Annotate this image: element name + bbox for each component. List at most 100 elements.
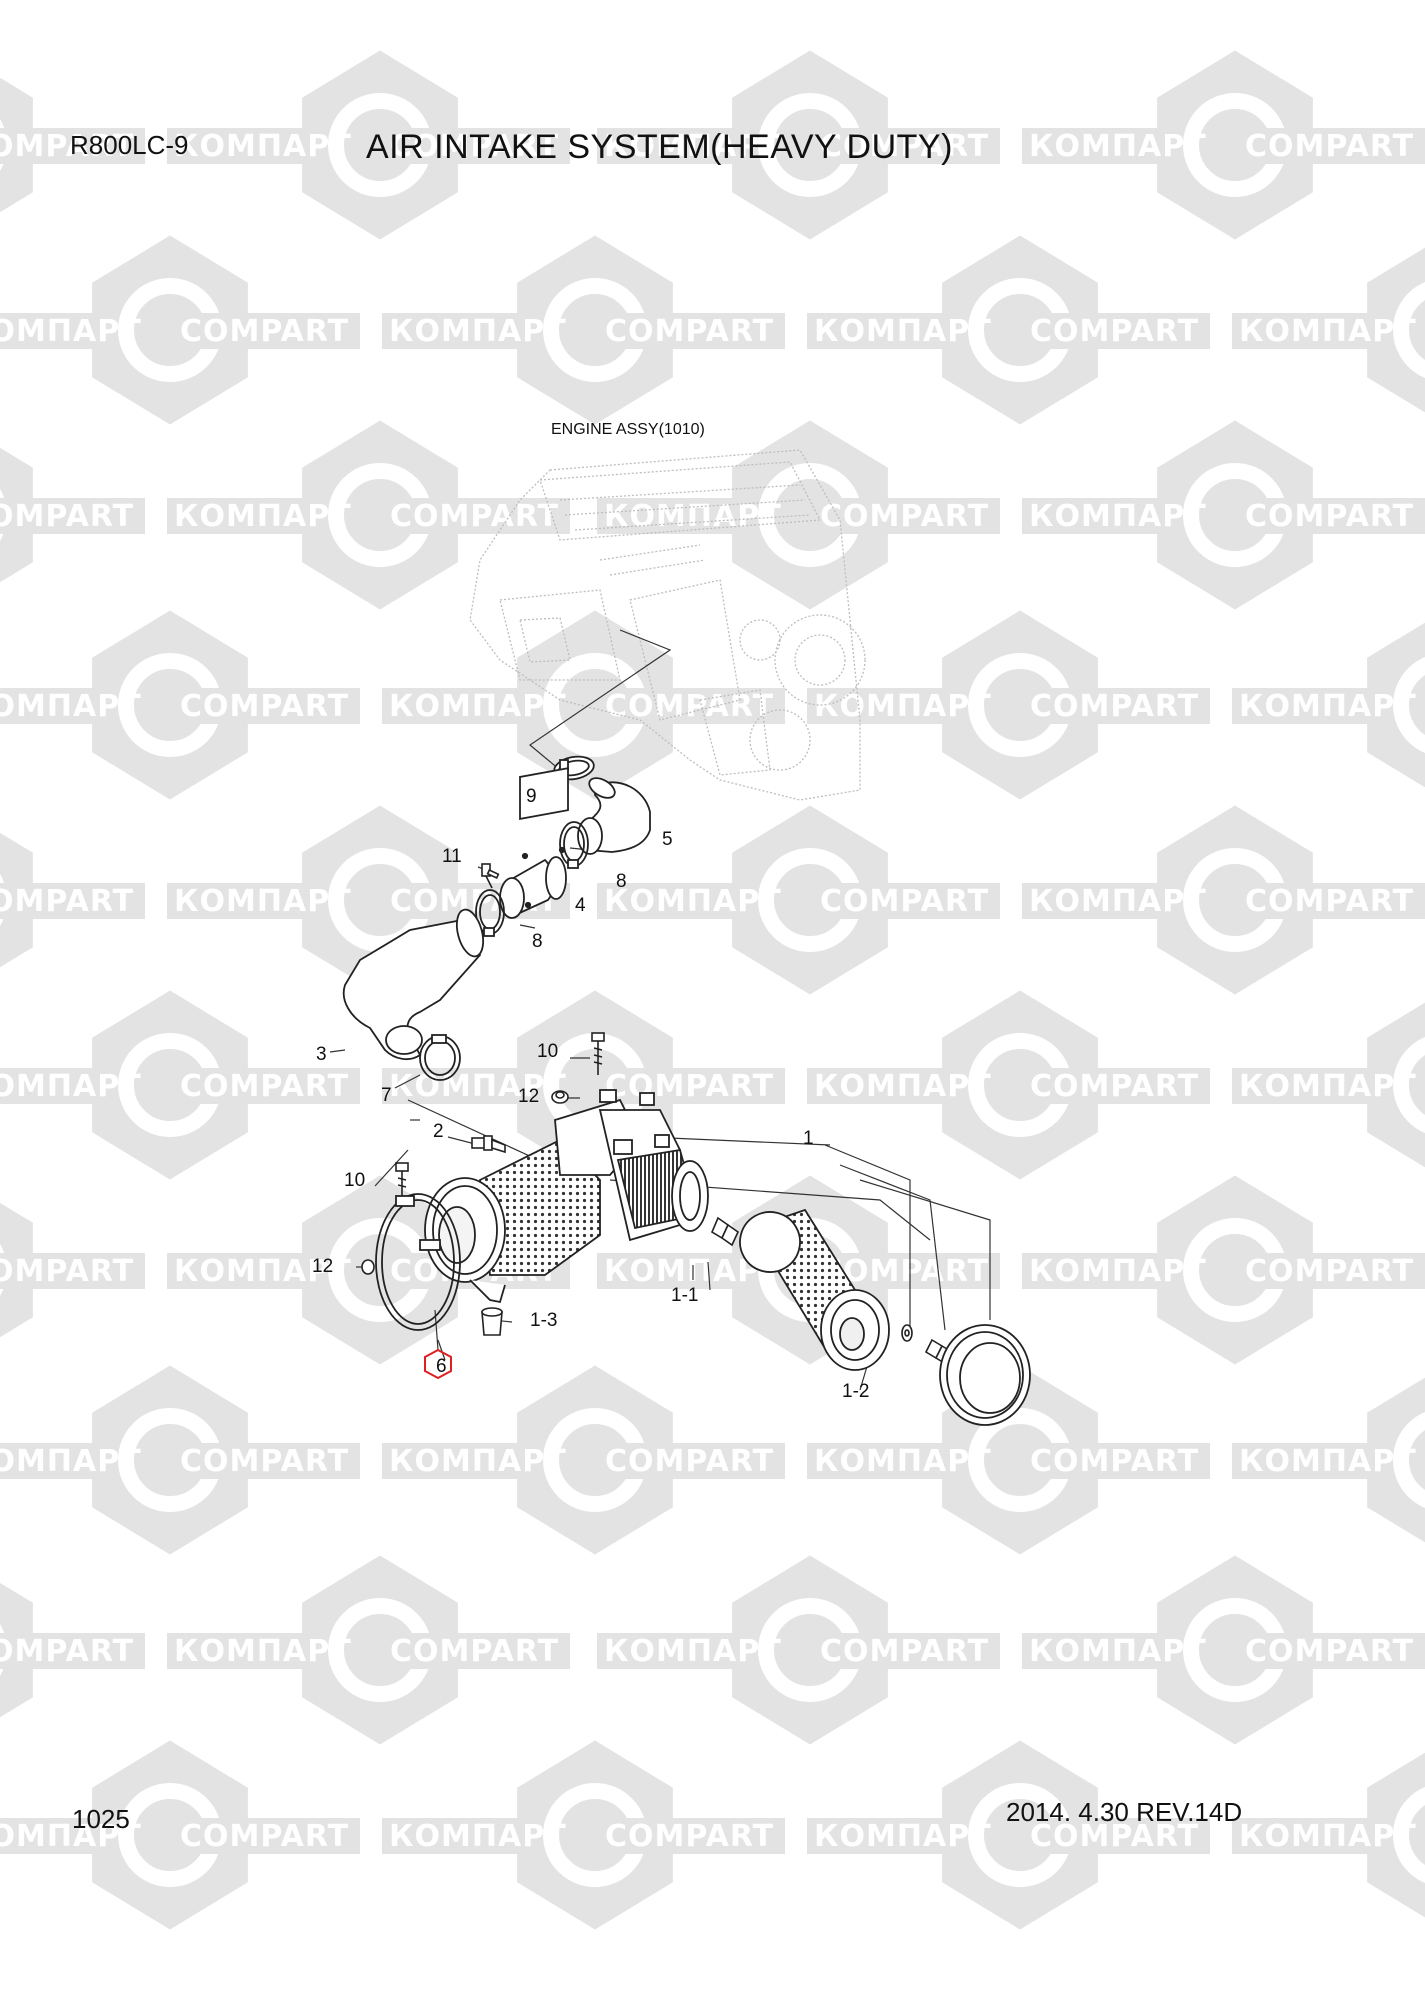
watermark-text-cyrillic: КОМПАРТ	[174, 1634, 352, 1669]
callout-5: 5	[662, 829, 673, 850]
watermark-tile: КОМПАРТ COMPART	[0, 610, 360, 800]
callout-12-upper: 12	[518, 1086, 539, 1107]
watermark-text-cyrillic: КОМПАРТ	[0, 689, 142, 724]
watermark-text-latin: COMPART	[390, 499, 559, 534]
callout-1-3: 1-3	[530, 1310, 557, 1331]
watermark-text-latin: COMPART	[820, 884, 989, 919]
watermark-text-cyrillic: КОМПАРТ	[814, 1819, 992, 1854]
watermark-text-cyrillic: КОМПАРТ	[1239, 1069, 1417, 1104]
watermark-text-latin: COMPART	[820, 1634, 989, 1669]
part-1-1-safety-element	[613, 1134, 709, 1232]
callout-3: 3	[316, 1044, 327, 1065]
watermark-text-cyrillic: КОМПАРТ	[1029, 1634, 1207, 1669]
part-2-service-indicator	[471, 1135, 506, 1154]
callout-7: 7	[381, 1085, 392, 1106]
callout-6: 6	[436, 1356, 447, 1377]
watermark-text-latin: COMPART	[1030, 314, 1199, 349]
watermark-text-latin: COMPART	[180, 314, 349, 349]
watermark-text-latin: COMPART	[0, 1254, 134, 1289]
watermark-text-cyrillic: КОМПАРТ	[174, 499, 352, 534]
watermark-text-cyrillic: КОМПАРТ	[604, 1634, 782, 1669]
part-1-3-vacuator-valve	[481, 1307, 503, 1336]
watermark-text-latin: COMPART	[180, 1819, 349, 1854]
watermark-text-latin: COMPART	[1030, 1819, 1199, 1854]
part-10-lower-bolt	[395, 1162, 409, 1200]
watermark-text-latin: COMPART	[1245, 499, 1414, 534]
watermark-text-cyrillic: КОМПАРТ	[174, 129, 352, 164]
watermark-text-cyrillic: КОМПАРТ	[174, 1254, 352, 1289]
part-12-upper-nut	[551, 1090, 569, 1104]
highlight-marker	[424, 1348, 452, 1380]
watermark-text-cyrillic: КОМПАРТ	[1029, 884, 1207, 919]
watermark-tile: КОМПАРТ COMPART	[1022, 805, 1425, 995]
watermark-text-cyrillic: КОМПАРТ	[389, 1069, 567, 1104]
callout-8-upper: 8	[616, 871, 627, 892]
watermark-text-cyrillic: КОМПАРТ	[389, 1819, 567, 1854]
watermark-text-cyrillic: КОМПАРТ	[814, 314, 992, 349]
watermark-text-cyrillic: КОМПАРТ	[1029, 1254, 1207, 1289]
watermark-tile: КОМПАРТ COMPART	[0, 235, 360, 425]
model-label: R800LC-9	[70, 130, 189, 160]
watermark-text-latin: COMPART	[1245, 884, 1414, 919]
watermark-text-cyrillic: КОМПАРТ	[389, 1444, 567, 1479]
callout-labels: 1 1-1 1-2 1-3 2 3 4 5 6 7 8 8 9 10 10 11…	[312, 786, 869, 1402]
watermark-text-latin: COMPART	[605, 1069, 774, 1104]
callout-1-1: 1-1	[671, 1285, 698, 1306]
watermark-text-cyrillic: КОМПАРТ	[814, 1444, 992, 1479]
leader-lines	[329, 629, 991, 1391]
watermark-text-cyrillic: КОМПАРТ	[814, 1069, 992, 1104]
watermark-text-latin: COMPART	[1030, 1069, 1199, 1104]
watermark-text-latin: COMPART	[180, 689, 349, 724]
watermark-text-cyrillic: КОМПАРТ	[1239, 1444, 1417, 1479]
watermark-text-latin: COMPART	[0, 1634, 134, 1669]
watermark-tile: КОМПАРТ COMPART	[807, 990, 1210, 1180]
watermark-text-cyrillic: КОМПАРТ	[1239, 689, 1417, 724]
part-3-intake-hose	[342, 908, 485, 1061]
engine-assy-reference-label: ENGINE ASSY(1010)	[551, 421, 705, 438]
watermark-text-cyrillic: КОМПАРТ	[174, 884, 352, 919]
watermark-text-latin: COMPART	[0, 499, 134, 534]
watermark-text-latin: COMPART	[1245, 1254, 1414, 1289]
part-6-band-clamp	[375, 1193, 461, 1331]
watermark-text-cyrillic: КОМПАРТ	[814, 689, 992, 724]
watermark-tile: КОМПАРТ COMPART	[1022, 1555, 1425, 1745]
watermark-text-cyrillic: КОМПАРТ	[1239, 314, 1417, 349]
callout-1: 1	[803, 1128, 814, 1149]
watermark-text-latin: COMPART	[1245, 129, 1414, 164]
part-10-upper-bolt	[591, 1032, 605, 1075]
watermark-text-cyrillic: КОМПАРТ	[604, 499, 782, 534]
watermark-text-latin: COMPART	[605, 1444, 774, 1479]
part-12-lower-nut	[361, 1259, 375, 1275]
watermark-text-cyrillic: КОМПАРТ	[0, 314, 142, 349]
watermark-tile: КОМПАРТ COMPART	[807, 1740, 1210, 1930]
watermark-text-latin: COMPART	[180, 1069, 349, 1104]
engine-assembly-ghost	[469, 449, 866, 801]
watermark-text-cyrillic: КОМПАРТ	[604, 129, 782, 164]
part-11-bolt	[481, 863, 500, 889]
watermark-text-latin: COMPART	[1245, 1634, 1414, 1669]
watermark-text-latin: COMPART	[1030, 1444, 1199, 1479]
watermark-text-cyrillic: КОМПАРТ	[1029, 129, 1207, 164]
part-7-clamp	[419, 1034, 461, 1081]
part-8-lower-clamp	[475, 889, 505, 937]
watermark-tile: КОМПАРТ COMPART	[807, 235, 1210, 425]
